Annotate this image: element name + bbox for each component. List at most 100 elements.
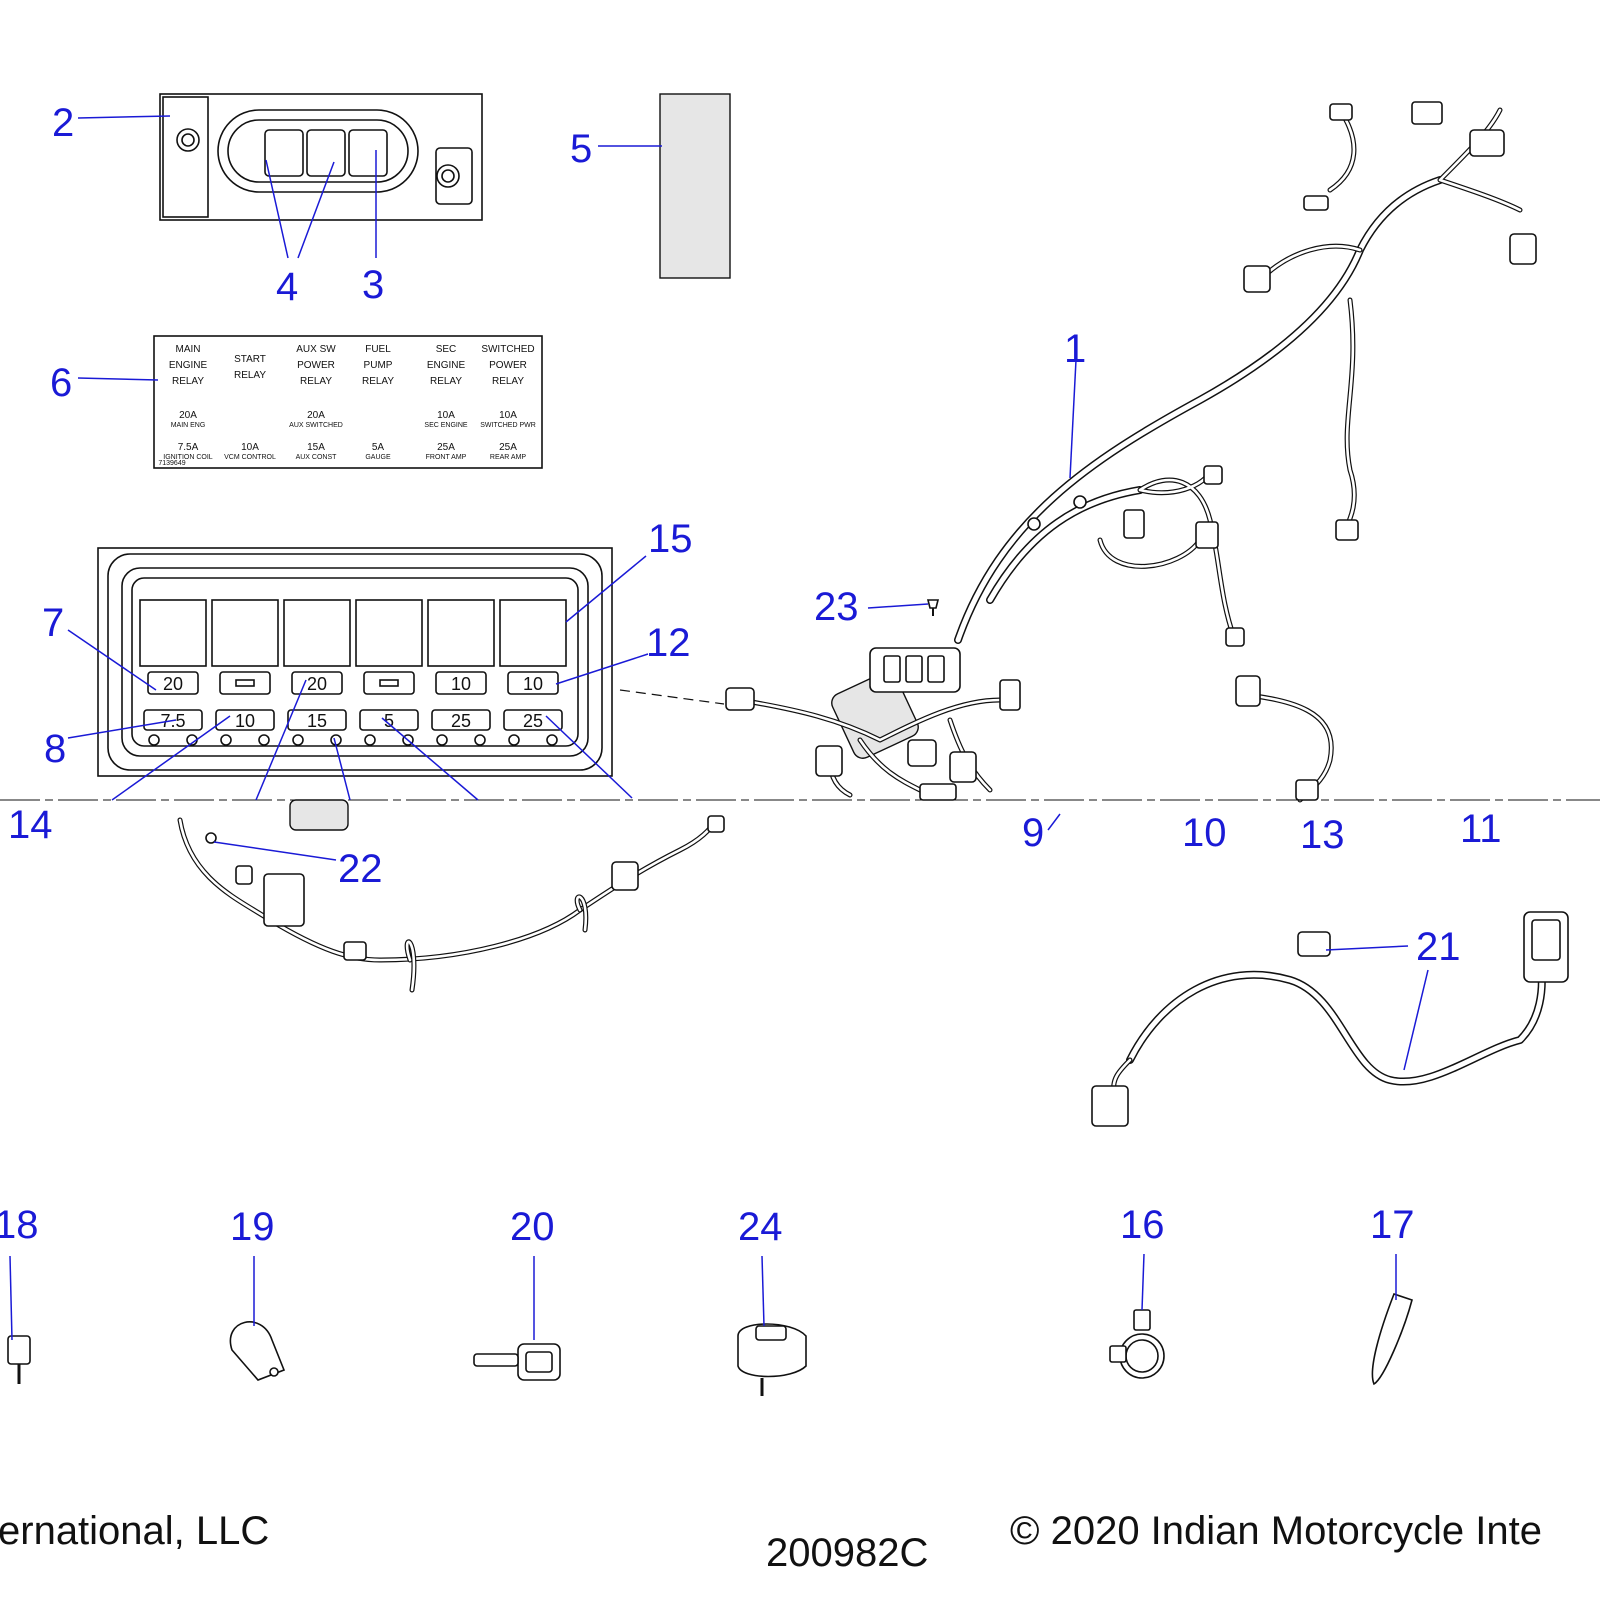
- callout-17: 17: [1370, 1203, 1415, 1247]
- terminal-hole: [148, 734, 160, 746]
- callout-21: 21: [1416, 925, 1461, 969]
- callout-20: 20: [510, 1205, 555, 1249]
- decal-relay-label: RELAY: [492, 376, 524, 387]
- decal-relay-label: SWITCHED: [481, 344, 534, 355]
- lower-fuse: [503, 709, 563, 731]
- decal-fuse-desc: MAIN ENG: [171, 422, 206, 429]
- decal-part-number: 7139649: [158, 460, 185, 467]
- upper-fuse-value: 20: [307, 674, 327, 694]
- decal-fuse-amp: 25A: [499, 442, 517, 453]
- decal-fuse-desc: REAR AMP: [490, 454, 527, 461]
- decal-relay-label: RELAY: [234, 370, 266, 381]
- decal-fuse-desc: IGNITION COIL: [163, 454, 213, 461]
- decal-relay-label: SEC: [436, 344, 457, 355]
- callout-16: 16: [1120, 1203, 1165, 1247]
- p-clamp-part-19: [229, 1321, 286, 1381]
- callout-5: 5: [570, 127, 592, 171]
- decal-fuse-desc: SWITCHED PWR: [480, 422, 536, 429]
- connector-part-20: [473, 1343, 561, 1381]
- upper-fuse-value: 10: [523, 674, 543, 694]
- callout-1: 1: [1064, 327, 1086, 371]
- decal-relay-label: RELAY: [430, 376, 462, 387]
- callout-8: 8: [44, 727, 66, 771]
- decal-relay-label: MAIN: [176, 344, 201, 355]
- relay-block: [139, 599, 207, 667]
- callout-4: 4: [276, 265, 298, 309]
- decal-relay-label: POWER: [297, 360, 335, 371]
- decal-relay-label: ENGINE: [169, 360, 208, 371]
- decal-fuse-amp: 10A: [241, 442, 259, 453]
- decal-relay-label: RELAY: [362, 376, 394, 387]
- decal-fuse-desc: SEC ENGINE: [424, 422, 468, 429]
- decal-fuse-amp: 20A: [179, 410, 197, 421]
- terminal-hole: [508, 734, 520, 746]
- decal-fuse-desc: GAUGE: [365, 454, 391, 461]
- callout-14: 14: [8, 803, 53, 847]
- cable-clip-part-16: [1109, 1309, 1165, 1379]
- decal-fuse-desc: VCM CONTROL: [224, 454, 276, 461]
- callout-12: 12: [646, 621, 691, 665]
- relay-block: [211, 599, 279, 667]
- cable-tie-part-17: [1371, 1293, 1413, 1386]
- decal-fuse-amp: 7.5A: [178, 442, 199, 453]
- decal-fuse-amp: 20A: [307, 410, 325, 421]
- central-connector-cluster: [725, 647, 1334, 803]
- lower-fuse-value: 25: [523, 711, 543, 731]
- terminal-hole: [258, 734, 270, 746]
- lower-fuse: [431, 709, 491, 731]
- lower-left-harness: [177, 799, 725, 993]
- callout-2: 2: [52, 101, 74, 145]
- blank-label-part: [659, 93, 731, 279]
- callout-13: 13: [1300, 813, 1345, 857]
- decal-fuse-amp: 15A: [307, 442, 325, 453]
- callout-23: 23: [814, 585, 859, 629]
- decal-fuse-desc: AUX SWITCHED: [289, 422, 343, 429]
- empty-fuse-slot: [235, 679, 255, 687]
- callout-11: 11: [1460, 807, 1502, 851]
- footer-copyright-left: ernational, LLC: [0, 1509, 269, 1553]
- lower-fuse: [215, 709, 275, 731]
- terminal-hole: [546, 734, 558, 746]
- upper-fuse: [147, 671, 199, 695]
- decal-relay-label: FUEL: [365, 344, 391, 355]
- lower-fuse-value: 5: [384, 711, 394, 731]
- callout-9: 9: [1022, 811, 1044, 855]
- relay-holder-part: [159, 93, 483, 221]
- decal-fuse-amp: 25A: [437, 442, 455, 453]
- decal-relay-label: PUMP: [364, 360, 393, 371]
- screw-part-18: [7, 1335, 31, 1384]
- callout-22: 22: [338, 847, 383, 891]
- main-harness-part: [954, 101, 1537, 647]
- decal-fuse-amp: 5A: [372, 442, 385, 453]
- decal-fuse-desc: FRONT AMP: [426, 454, 467, 461]
- terminal-hole: [474, 734, 486, 746]
- lower-fuse: [359, 709, 419, 731]
- fuse-decal: MAIN ENGINE RELAY START RELAY AUX SW POWER RELA…: [153, 335, 543, 469]
- relay-block: [283, 599, 351, 667]
- terminal-hole: [364, 734, 376, 746]
- terminal-hole: [436, 734, 448, 746]
- callout-3: 3: [362, 263, 384, 307]
- terminal-hole: [292, 734, 304, 746]
- callout-15: 15: [648, 517, 693, 561]
- dashed-leader: [619, 689, 725, 705]
- decal-relay-label: ENGINE: [427, 360, 466, 371]
- callout-19: 19: [230, 1205, 275, 1249]
- upper-fuse-value: 20: [163, 674, 183, 694]
- footer-copyright-right: © 2020 Indian Motorcycle Inte: [1010, 1509, 1542, 1553]
- lower-fuse: [287, 709, 347, 731]
- decal-fuse-amp: 10A: [437, 410, 455, 421]
- pushpin-part-23: [926, 599, 940, 616]
- callout-6: 6: [50, 361, 72, 405]
- upper-fuse: [435, 671, 487, 695]
- relay-block: [427, 599, 495, 667]
- decal-fuse-amp: 10A: [499, 410, 517, 421]
- callout-10: 10: [1182, 811, 1227, 855]
- lower-fuse-value: 15: [307, 711, 327, 731]
- sub-harness-part-21: [1091, 911, 1569, 1127]
- decal-relay-label: AUX SW: [296, 344, 336, 355]
- upper-fuse: [291, 671, 343, 695]
- decal-relay-label: START: [234, 354, 266, 365]
